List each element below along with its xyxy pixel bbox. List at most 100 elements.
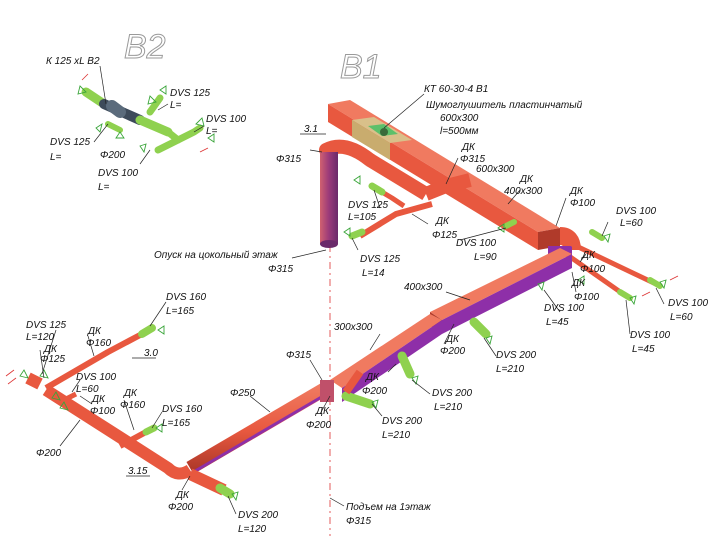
label-L90: L=90: [474, 252, 497, 263]
label-dvs200-c: DVS 200: [382, 416, 422, 427]
label-descent: Опуск на цокольный этаж: [154, 250, 279, 261]
label-L210-c: L=210: [382, 430, 411, 441]
label-silencer-len: l=500мм: [440, 126, 479, 137]
flex-dvs125-a: [368, 182, 386, 196]
label-d125: Φ125: [432, 230, 457, 241]
label-400x300-top: 400x300: [504, 186, 543, 197]
label-dk-200-a: ДК: [445, 334, 460, 345]
damper-icon: [380, 128, 388, 136]
label-dk-100-d: ДК: [91, 394, 106, 405]
b1-upper-duct: [319, 100, 663, 301]
label-dvs100-d: DVS 100: [668, 298, 708, 309]
label-dvs160-b: DVS 160: [162, 404, 202, 415]
label-b2-dvs100-right: DVS 100: [206, 114, 246, 125]
zone-b1-mark: B1: [340, 48, 382, 86]
label-d100-a: Φ100: [570, 198, 595, 209]
label-L45-b: L=45: [632, 344, 655, 355]
duct-d250: [186, 379, 334, 475]
label-d200-mid: Φ200: [306, 420, 331, 431]
b2-assembly: [81, 87, 204, 154]
label-L210-a: L=210: [496, 364, 525, 375]
elevation-marks: 3.1 3.0 3.15: [126, 124, 326, 477]
label-d100-d: Φ100: [90, 406, 115, 417]
label-dvs100-c: DVS 100: [544, 303, 584, 314]
label-d200-b: Φ200: [362, 386, 387, 397]
duct-d100-right-b: [564, 251, 628, 299]
label-b2-L-top: L=: [170, 100, 182, 111]
duct-d315-run: [366, 154, 430, 200]
label-d315-left: Φ315: [276, 154, 301, 165]
flex-dvs200-c: [341, 391, 375, 409]
label-d315-top: Φ315: [460, 154, 485, 165]
label-dk-400: ДК: [519, 174, 534, 185]
elevation-3-0: 3.0: [144, 348, 158, 359]
label-L14: L=14: [362, 268, 385, 279]
b2-flex-right: [174, 124, 204, 144]
duct-d125-branch: [358, 201, 433, 239]
leader-lines: [39, 65, 665, 515]
label-b2-L-bottom: L=: [98, 182, 110, 193]
label-silencer-size: 600x300: [440, 113, 479, 124]
label-d200-a: Φ200: [440, 346, 465, 357]
label-dvs200-d: DVS 200: [238, 510, 278, 521]
label-d200-left: Φ200: [36, 448, 61, 459]
label-d250: Φ250: [230, 388, 255, 399]
label-L105: L=105: [348, 212, 377, 223]
elevation-3-1: 3.1: [304, 124, 318, 135]
label-L45-a: L=45: [546, 317, 569, 328]
label-L60-c: L=60: [76, 384, 99, 395]
flex-dvs200-a: [469, 317, 491, 339]
label-silencer: Шумоглушитель пластинчатый: [426, 100, 583, 111]
duct-d100-right-a: [570, 241, 658, 287]
diffuser-markers: [19, 85, 667, 502]
label-b2-dvs125-top: DVS 125: [170, 88, 210, 99]
flex-dvs200-d: [215, 483, 235, 499]
label-dvs160-a: DVS 160: [166, 292, 206, 303]
duct-d315-bend: [319, 139, 377, 167]
label-L60-b: L=60: [670, 312, 693, 323]
label-dk-125-b: ДК: [43, 344, 58, 355]
label-L165-b: L=165: [162, 418, 191, 429]
b2-flex-up: [146, 94, 164, 116]
label-dk-200-mid: ДК: [315, 406, 330, 417]
b2-flex-main: [135, 115, 173, 137]
label-b2-dvs100-bottom: DVS 100: [98, 168, 138, 179]
label-kt: КТ 60-30-4 В1: [424, 84, 488, 95]
end-caps: [5, 73, 679, 385]
flex-dvs160-b: [142, 424, 158, 436]
label-d315-mid: Φ315: [286, 350, 311, 361]
label-dk-100-a: ДК: [569, 186, 584, 197]
label-dk-top: ДК: [461, 142, 476, 153]
label-dvs100-b: DVS 100: [616, 206, 656, 217]
label-600x300: 600x300: [476, 164, 515, 175]
label-L60-a: L=60: [620, 218, 643, 229]
label-dk-100-b: ДК: [581, 250, 596, 261]
label-dvs125-b: DVS 125: [360, 254, 400, 265]
label-300x300: 300x300: [334, 322, 373, 333]
label-dvs100-f: DVS 100: [76, 372, 116, 383]
descent-riser: [320, 152, 338, 244]
label-dk-100-c: ДК: [571, 278, 586, 289]
label-L120-b: L=120: [238, 524, 267, 535]
label-dvs200-b: DVS 200: [432, 388, 472, 399]
duct-d160-upper: [44, 331, 144, 391]
label-dk-200-b: ДК: [365, 372, 380, 383]
zone-b2-mark: B2: [124, 28, 166, 66]
flex-dvs160-a: [138, 324, 156, 338]
label-L165-a: L=165: [166, 306, 195, 317]
label-d160-a: Φ160: [86, 338, 111, 349]
label-d200-c: Φ200: [168, 502, 193, 513]
flex-dvs200-b: [397, 351, 415, 379]
duct-400x300-top: [430, 248, 572, 320]
flex-dvs125-b: [348, 228, 366, 240]
label-d125-b: Φ125: [40, 354, 65, 365]
label-dvs100-a: DVS 100: [456, 238, 496, 249]
label-L210-b: L=210: [434, 402, 463, 413]
label-d160-b: Φ160: [120, 400, 145, 411]
duct-300x300-top: [330, 314, 442, 388]
b1-main-duct: [25, 248, 572, 499]
duct-d200-left: [42, 384, 194, 480]
label-rise: Подъем на 1этаж: [346, 502, 432, 513]
